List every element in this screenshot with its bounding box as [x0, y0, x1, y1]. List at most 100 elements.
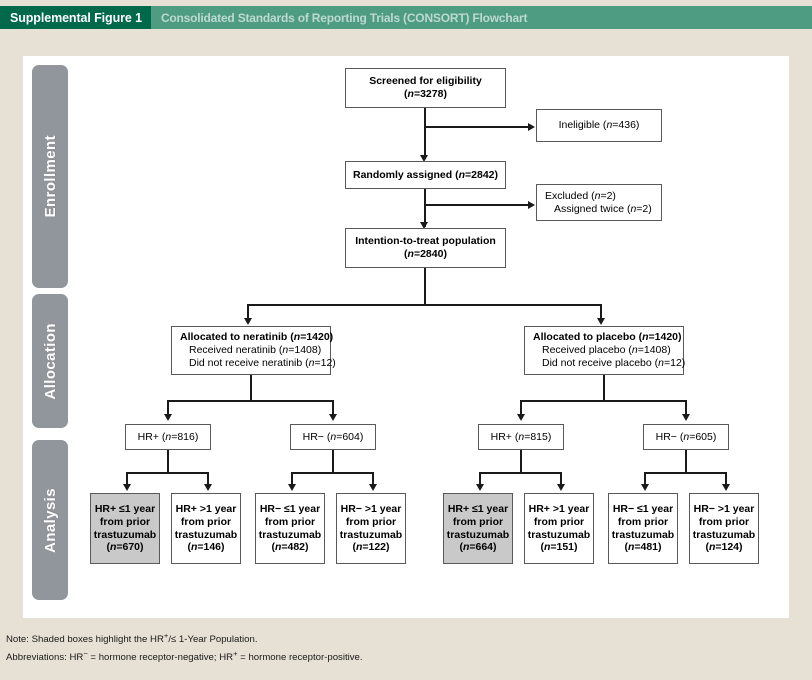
box-hr-2-label: HR+ (n=815) [490, 430, 552, 443]
connector-hr816-down [167, 450, 169, 474]
box-analysis-5-line3: trastuzumab [446, 528, 510, 541]
box-excluded: Excluded (n=2) Assigned twice (n=2) [536, 184, 662, 221]
stage-label-analysis: Analysis [41, 487, 59, 553]
box-alloc-placebo-line2: Received placebo (n=1408) [542, 344, 671, 357]
box-screened-for-eligibility: Screened for eligibility (n=3278) [345, 68, 506, 108]
box-analysis-6-line4: (n=151) [540, 541, 578, 554]
footnote-abbr-end: = hormone receptor-positive. [237, 652, 363, 664]
box-hr-pos-815: HR+ (n=815) [478, 424, 564, 450]
box-alloc-neratinib-line3: Did not receive neratinib (n=12) [189, 356, 336, 369]
figure-caption: Consolidated Standards of Reporting Tria… [160, 10, 528, 25]
connector-hr815-down [520, 450, 522, 474]
box-analysis-8: HR− >1 year from prior trastuzumab (n=12… [689, 493, 759, 564]
stage-label-allocation: Allocation [41, 322, 59, 400]
connector-allocation-split [247, 304, 602, 306]
box-analysis-3: HR− ≤1 year from prior trastuzumab (n=48… [255, 493, 325, 564]
box-analysis-2-line2: from prior [180, 515, 232, 528]
box-itt-line2: (n=2840) [404, 248, 447, 260]
footnote-abbr-sup-minus: − [83, 649, 88, 659]
footnote-abbreviations: Abbreviations: HR− = hormone receptor-ne… [6, 648, 796, 666]
connector-analysis-4-drop [372, 472, 374, 488]
box-analysis-6-line3: trastuzumab [527, 528, 591, 541]
box-analysis-4-line4: (n=122) [352, 541, 390, 554]
box-analysis-1-line3: trastuzumab [93, 528, 157, 541]
connector-randomized-down [424, 189, 426, 227]
arrowhead-to-hr-neg-605 [681, 414, 690, 421]
arrowhead-analysis-2 [203, 484, 212, 491]
box-screened-line2: (n=3278) [404, 88, 447, 100]
arrowhead-to-excluded [528, 200, 535, 209]
arrowhead-analysis-1 [122, 484, 131, 491]
arrowhead-to-itt [420, 222, 428, 229]
box-ineligible-line1: Ineligible (n=436) [558, 119, 640, 132]
box-analysis-8-line3: trastuzumab [692, 528, 756, 541]
box-analysis-1-line2: from prior [99, 515, 151, 528]
box-hr-neg-605: HR− (n=605) [643, 424, 729, 450]
connector-hrneg2-drop [685, 400, 687, 418]
box-screened-line1: Screened for eligibility [369, 75, 482, 88]
box-hr-1-label: HR− (n=604) [302, 430, 364, 443]
arrowhead-to-randomized [420, 155, 428, 162]
box-alloc-placebo-line1: Allocated to placebo (n=1420) [533, 331, 682, 344]
box-analysis-2-line4: (n=146) [187, 541, 225, 554]
box-randomized-line1: Randomly assigned (n=2842) [352, 168, 499, 181]
box-hr-neg-604: HR− (n=604) [290, 424, 376, 450]
connector-analysis-2-drop [207, 472, 209, 488]
connector-to-ineligible [424, 126, 530, 128]
arrowhead-analysis-6 [556, 484, 565, 491]
connector-analysis-3-drop [291, 472, 293, 488]
figure-footnotes: Note: Shaded boxes highlight the HR+/≤ 1… [6, 630, 796, 666]
box-analysis-3-line1: HR− ≤1 year [259, 502, 321, 515]
box-analysis-4-line1: HR− >1 year [340, 502, 402, 515]
box-analysis-5-line1: HR+ ≤1 year [447, 502, 509, 515]
arrowhead-to-hr-neg-604 [328, 414, 337, 421]
connector-hrneg1-drop [332, 400, 334, 418]
connector-itt-down [424, 268, 426, 306]
box-analysis-8-line2: from prior [698, 515, 750, 528]
arrowhead-analysis-8 [721, 484, 730, 491]
box-analysis-5: HR+ ≤1 year from prior trastuzumab (n=66… [443, 493, 513, 564]
footnote-note-prefix: Note: Shaded boxes highlight the HR [6, 634, 164, 646]
box-alloc-placebo-line3: Did not receive placebo (n=12) [542, 356, 686, 369]
box-analysis-7-line2: from prior [617, 515, 669, 528]
arrowhead-analysis-3 [287, 484, 296, 491]
box-analysis-6-line2: from prior [533, 515, 585, 528]
footnote-shaded-note: Note: Shaded boxes highlight the HR+/≤ 1… [6, 630, 796, 648]
footnote-note-mid: /≤ 1-Year Population. [168, 634, 258, 646]
box-analysis-7-line3: trastuzumab [611, 528, 675, 541]
arrowhead-to-placebo [596, 318, 605, 325]
arrowhead-analysis-7 [640, 484, 649, 491]
arrowhead-analysis-5 [475, 484, 484, 491]
box-randomly-assigned: Randomly assigned (n=2842) [345, 161, 506, 189]
box-intention-to-treat: Intention-to-treat population (n=2840) [345, 228, 506, 268]
box-analysis-6-line1: HR+ >1 year [528, 502, 590, 515]
connector-analysis-split-2 [291, 472, 374, 474]
box-alloc-neratinib-line2: Received neratinib (n=1408) [189, 344, 322, 357]
box-analysis-6: HR+ >1 year from prior trastuzumab (n=15… [524, 493, 594, 564]
box-analysis-1-line1: HR+ ≤1 year [94, 502, 156, 515]
arrowhead-to-hr-pos-816 [163, 414, 172, 421]
box-excluded-line1: Excluded (n=2) [545, 189, 616, 202]
box-hr-0-label: HR+ (n=816) [137, 430, 199, 443]
connector-allocation-left-drop [247, 304, 249, 322]
box-analysis-2: HR+ >1 year from prior trastuzumab (n=14… [171, 493, 241, 564]
stage-bar-analysis: Analysis [32, 440, 68, 600]
box-analysis-4-line3: trastuzumab [339, 528, 403, 541]
box-hr-3-label: HR− (n=605) [655, 430, 717, 443]
footnote-abbr-prefix: Abbreviations: HR [6, 652, 84, 664]
box-analysis-7-line1: HR− ≤1 year [612, 502, 674, 515]
connector-allocation-right-drop [600, 304, 602, 322]
box-allocated-placebo: Allocated to placebo (n=1420) Received p… [524, 326, 686, 375]
footnote-note-sup: + [163, 631, 169, 640]
connector-analysis-split-4 [644, 472, 727, 474]
connector-analysis-6-drop [560, 472, 562, 488]
connector-hr605-down [685, 450, 687, 474]
box-analysis-4: HR− >1 year from prior trastuzumab (n=12… [336, 493, 406, 564]
box-analysis-5-line4: (n=664) [459, 541, 497, 554]
box-analysis-7: HR− ≤1 year from prior trastuzumab (n=48… [608, 493, 678, 564]
footnote-abbr-sup-plus: + [233, 649, 238, 659]
box-analysis-3-line3: trastuzumab [258, 528, 322, 541]
box-analysis-8-line4: (n=124) [705, 541, 743, 554]
connector-hr-split-left [167, 400, 334, 402]
arrowhead-to-neratinib [243, 318, 252, 325]
